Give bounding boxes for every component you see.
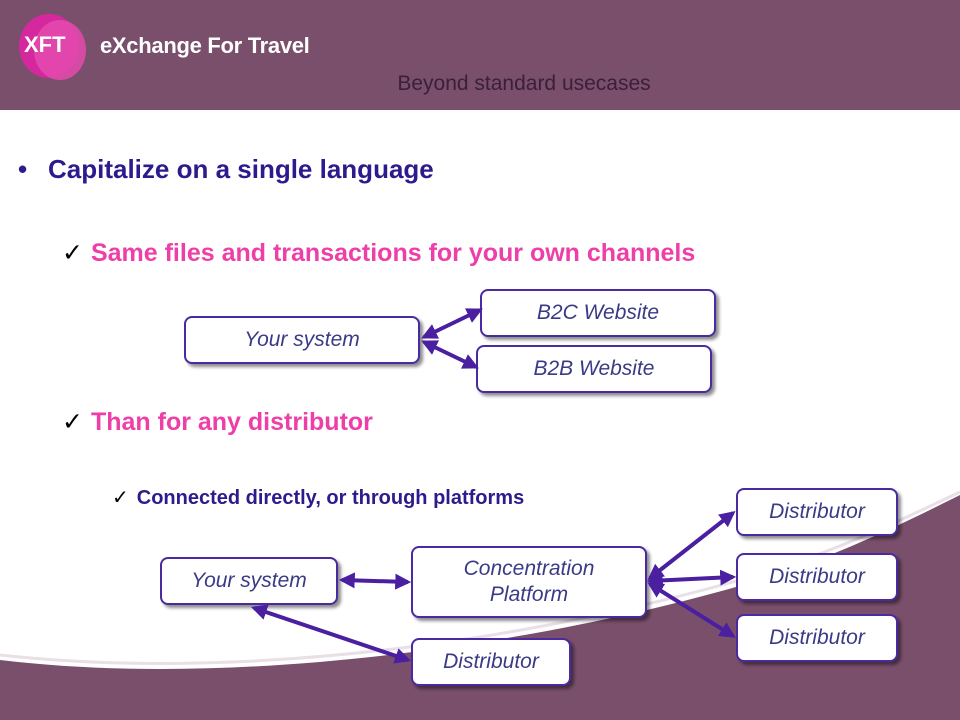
- check-icon: ✓: [112, 487, 129, 509]
- xft-logo-icon: [19, 14, 86, 80]
- diagram1-b2c-box: B2C Website: [480, 289, 716, 337]
- slide-title: Beyond standard usecases: [397, 72, 651, 95]
- distributor-box-direct: Distributor: [411, 638, 571, 686]
- diagram1-b2b-box: B2B Website: [476, 345, 712, 393]
- logo-mark: XFT: [24, 32, 66, 57]
- check-icon: ✓: [62, 408, 83, 436]
- sub-sub-bullet-connected: ✓Connected directly, or through platform…: [112, 487, 525, 509]
- concentration-platform-box: Concentration Platform: [411, 546, 647, 618]
- main-bullet: •Capitalize on a single language: [18, 154, 434, 184]
- check-icon: ✓: [62, 239, 83, 267]
- diagram1-source-box: Your system: [184, 316, 420, 364]
- bullet-dot-icon: •: [18, 154, 28, 184]
- distributor-box-2: Distributor: [736, 553, 898, 601]
- sub-bullet-distributor: ✓Than for any distributor: [62, 408, 373, 436]
- logo-text: eXchange For Travel: [100, 33, 310, 58]
- diagram2-source-box: Your system: [160, 557, 338, 605]
- distributor-box-3: Distributor: [736, 614, 898, 662]
- distributor-box-1: Distributor: [736, 488, 898, 536]
- sub-bullet-own-channels: ✓Same files and transactions for your ow…: [62, 239, 696, 267]
